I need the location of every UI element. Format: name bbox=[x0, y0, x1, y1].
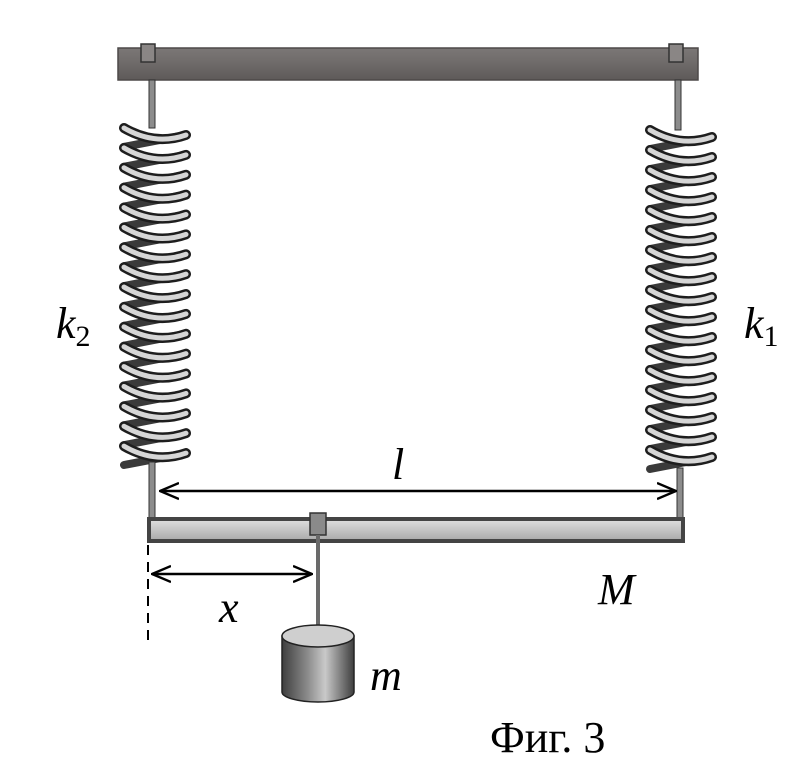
spring-coil-front bbox=[121, 443, 189, 460]
spring-coil-front bbox=[647, 447, 715, 464]
spring-coil-front bbox=[647, 427, 715, 444]
spring-coil-front bbox=[121, 304, 189, 321]
right-spring-bottom-hook bbox=[676, 467, 684, 521]
spring-coil-front bbox=[121, 284, 189, 301]
spring-right-label: k1 bbox=[744, 299, 779, 353]
spring-coil-front bbox=[121, 145, 189, 162]
spring-coil-front bbox=[647, 127, 715, 144]
left-spring bbox=[119, 79, 191, 519]
spring-coil-front bbox=[647, 367, 715, 384]
spring-coil-front bbox=[121, 423, 189, 440]
spring-coil-front bbox=[647, 307, 715, 324]
right-top-clamp bbox=[668, 43, 684, 63]
spring-coil-front bbox=[647, 187, 715, 204]
right-spring-coils bbox=[645, 125, 717, 473]
rod bbox=[147, 512, 685, 543]
spring-coil-front bbox=[121, 383, 189, 401]
spring-coil-front bbox=[647, 227, 715, 244]
length-label: l bbox=[392, 440, 404, 489]
spring-coil-front bbox=[647, 327, 715, 344]
spring-coil-front bbox=[121, 244, 189, 261]
spring-coil-front bbox=[121, 224, 189, 241]
left-spring-top-hook bbox=[148, 79, 156, 129]
spring-coil-front bbox=[647, 207, 715, 224]
right-spring bbox=[645, 79, 717, 521]
spring-coil-front bbox=[121, 364, 189, 381]
ceiling-beam bbox=[117, 43, 699, 81]
left-spring-coils bbox=[119, 123, 191, 470]
spring-coil-front bbox=[647, 247, 715, 264]
spring-coil-front bbox=[121, 185, 189, 202]
spring-coil-front bbox=[121, 165, 189, 182]
load-weight bbox=[281, 624, 355, 703]
left-top-clamp bbox=[140, 43, 156, 63]
rod-mass-label: M bbox=[597, 565, 637, 614]
spring-coil-front bbox=[121, 125, 189, 142]
distance-label: x bbox=[218, 583, 239, 632]
spring-coil-front bbox=[647, 287, 715, 304]
left-spring-bottom-hook bbox=[148, 461, 156, 519]
rod-load-clamp bbox=[309, 512, 327, 536]
spring-coil-front bbox=[647, 147, 715, 164]
spring-coil-front bbox=[121, 403, 189, 420]
load-mass-label: m bbox=[370, 651, 402, 700]
spring-coil-front bbox=[647, 267, 715, 284]
spring-coil-front bbox=[647, 407, 715, 424]
right-spring-top-hook bbox=[674, 79, 682, 131]
spring-coil-front bbox=[647, 347, 715, 364]
spring-coil-front bbox=[121, 205, 189, 222]
figure-caption: Фиг. 3 bbox=[490, 713, 605, 760]
load-weight-top bbox=[281, 624, 355, 648]
spring-coil-front bbox=[647, 387, 715, 404]
spring-coil-front bbox=[647, 167, 715, 184]
spring-coil-front bbox=[121, 264, 189, 281]
spring-coil-front bbox=[121, 324, 189, 341]
spring-left-label: k2 bbox=[56, 299, 91, 353]
spring-coil-front bbox=[121, 344, 189, 361]
